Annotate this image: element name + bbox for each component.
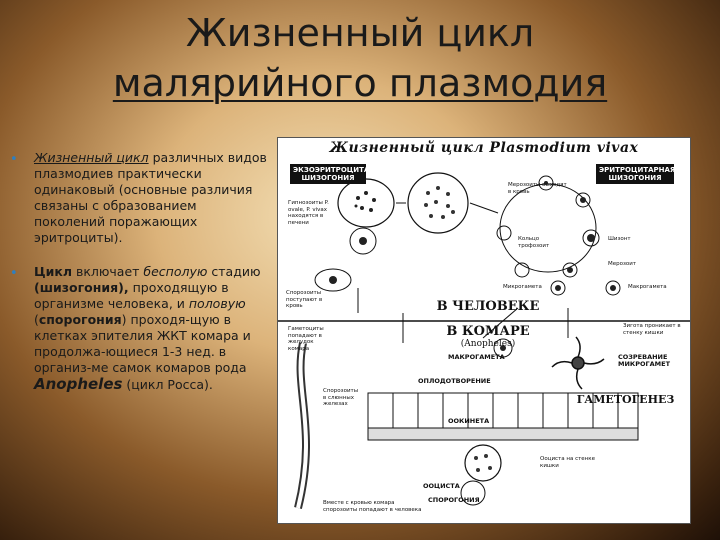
title-line-1: Жизненный цикл (185, 11, 535, 55)
bullet-text: проходящую в организме человека, и (34, 280, 229, 311)
bullet-text: включает (72, 264, 144, 279)
salivary-sporozoite-label: Спорозоиты в слюнных железах (323, 388, 359, 407)
merozoite-cluster (354, 191, 376, 212)
macrogamete-small-label: Макрогамета (628, 284, 667, 290)
ookinete-label: ООКИНЕТА (448, 417, 490, 425)
hypnozoite-cell (349, 227, 377, 255)
merozoite-label: Мерозоиты выходят в кровь (508, 182, 567, 195)
bullet-term: (шизогония), (34, 280, 129, 295)
microgamete-label: Микрогамета (503, 284, 542, 290)
bullet-term: Цикл (34, 264, 72, 279)
lifecycle-figure: Жизненный цикл Plasmodium vivax ЭКЗОЭРИТ… (277, 137, 691, 524)
bullet-text: различных видов плазмодиев практически о… (34, 150, 267, 245)
oocyst (464, 444, 502, 482)
schizont (407, 172, 469, 234)
fertilization-label: ОПЛОДОТВОРЕНИЕ (418, 377, 491, 385)
bullet-text: стадию (207, 264, 261, 279)
lifecycle-diagram (278, 172, 690, 509)
bullet-text: ( (34, 312, 39, 327)
bullet-term: бесполую (143, 264, 208, 279)
erythrocyte-cycle (499, 183, 597, 273)
bullet-item-2: • Цикл включает бесполую стадию (шизогон… (8, 264, 270, 393)
erythrocytic-box: ЭРИТРОЦИТАРНАЯ ШИЗОГОНИЯ (596, 164, 675, 184)
schizont-dots (424, 186, 455, 219)
liver-cell (337, 178, 395, 228)
merozoite-2-label: Мерозоит (608, 261, 637, 267)
bullet-list: • Жизненный цикл различных видов плазмод… (8, 150, 270, 411)
gametocyte-label: Гаметоциты попадают в желудок комара (288, 326, 324, 352)
zygote-label: Зигота проникает в стенку кишки (623, 323, 681, 336)
oocyst-label: ООЦИСТА (423, 482, 460, 490)
microgametes (551, 336, 605, 390)
macrogamete-label: МАКРОГАМЕТА (448, 353, 505, 361)
bullet-item-1: • Жизненный цикл различных видов плазмод… (8, 150, 270, 246)
sporogony-label: СПОРОГОНИЯ (428, 496, 480, 504)
title-line-2: малярийного плазмодия (112, 61, 608, 105)
slide-title: Жизненный цикл малярийного плазмодия (60, 8, 660, 108)
bottom-note: Вместе с кровью комара спорозоиты попада… (323, 500, 422, 513)
gametogenesis-label: ГАМЕТОГЕНЕЗ (576, 393, 675, 406)
sporozoite-label: Спорозоиты поступают в кровь (286, 290, 323, 309)
hypnozoite-label: Гипнозоиты P. ovale, P. vivax находятся … (288, 200, 329, 226)
bullet-term: спорогония (38, 312, 122, 327)
gut-wall (367, 392, 639, 441)
bullet-text: ) проходя-щую в клетках эпителия ЖКТ ком… (34, 312, 251, 375)
mosquito-label: В КОМАРЕ (446, 324, 530, 339)
bullet-highlight: Жизненный цикл (34, 150, 149, 165)
trophozoite-label: Кольцо трофозоит (518, 236, 550, 249)
human-label: В ЧЕЛОВЕКЕ (436, 299, 540, 314)
bullet-term: половую (188, 296, 246, 311)
bullet-dot-icon: • (10, 152, 18, 167)
bullet-text: (цикл Росса). (122, 377, 213, 392)
schizont-label: Шизонт (608, 236, 631, 242)
exoerythrocytic-box: ЭКЗОЭРИТРОЦИТАРНАЯ ШИЗОГОНИЯ (290, 164, 391, 184)
anopheles-label: (Anopheles) (460, 339, 516, 349)
oocyst-wall-label: Ооциста на стенке кишки (540, 456, 595, 469)
bullet-dot-icon: • (10, 266, 18, 281)
bullet-term: Anopheles (34, 375, 123, 393)
figure-title: Жизненный цикл Plasmodium vivax (329, 140, 639, 156)
maturation-label: СОЗРЕВАНИЕ МИКРОГАМЕТ (618, 353, 671, 368)
